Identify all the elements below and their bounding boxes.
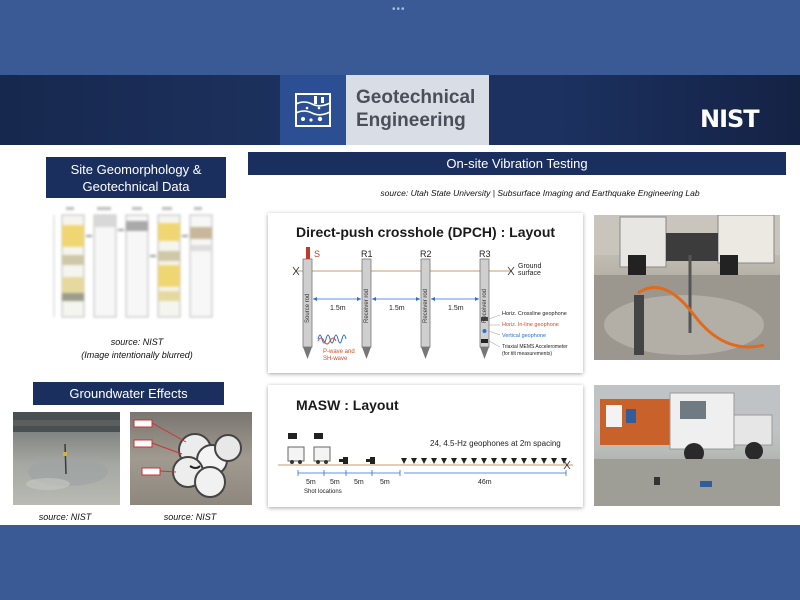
soil-layers-icon [295,93,331,127]
boring-note: (Image intentionally blurred) [81,350,193,360]
rod-label-s: S [314,249,321,259]
geotech-icon-box [280,75,346,145]
wave-label: P-wave and SH-wave [323,349,355,362]
nist-logo: NIST [700,105,760,133]
header-bar: Geotechnical Engineering NIST [0,75,800,145]
ground-surface-label: Ground surface [518,263,542,277]
window-handle-dots[interactable]: ••• [392,4,406,15]
rod-text-receiver-3: Receiver rod [482,288,488,323]
page-title-line2: Engineering [356,110,466,131]
masw-spacing-4: 5m [380,479,390,486]
legend-horiz-inline: Horiz. In-line geophone [502,322,559,328]
masw-shot-locations: Shot locations [304,489,342,495]
groundwater-photo-samples [130,412,252,505]
rod-text-source: Source rod [305,293,311,323]
header-title-box: Geotechnical Engineering [346,75,489,145]
vibration-banner: On-site Vibration Testing [248,152,786,175]
rod-text-receiver-2: Receiver rod [423,288,429,323]
rod-text-receiver-1: Receiver rod [364,288,370,323]
legend-triaxial-1: Triaxial MEMS Accelerometer [502,344,568,350]
legend-horiz-crossline: Horiz. Crossline geophone [502,311,567,317]
masw-spacing-3: 5m [354,479,364,486]
vibration-source: source: Utah State University | Subsurfa… [380,188,700,198]
masw-spacing-2: 5m [330,479,340,486]
gw-source-2: source: NIST [163,512,217,522]
dpch-spacing-1: 1.5m [330,305,346,312]
dpch-field-photo [594,215,780,360]
groundwater-banner: Groundwater Effects [33,382,224,405]
dpch-diagram [292,247,515,359]
slide: Geotechnical Engineering NIST Site Geomo… [0,75,800,525]
masw-geophones-label: 24, 4.5-Hz geophones at 2m spacing [430,439,561,448]
masw-layout-panel: MASW : Layout [268,385,583,507]
dpch-spacing-3: 1.5m [448,305,464,312]
geophone-row [401,458,567,464]
legend-triaxial-2: (for tilt measurements) [502,351,553,357]
masw-title: MASW : Layout [296,397,399,413]
masw-spacing-1: 5m [306,479,316,486]
dpch-spacing-2: 1.5m [389,305,405,312]
geomorph-banner: Site Geomorphology & Geotechnical Data [46,157,226,198]
masw-diagram [278,433,573,476]
geomorph-title-line1: Site Geomorphology & [70,161,202,177]
masw-field-photo [594,385,780,506]
page-title-line1: Geotechnical [356,87,476,108]
dpch-layout-panel: Direct-push crosshole (DPCH) : Layout [268,213,583,373]
masw-spacing-total: 46m [478,479,492,486]
rod-label-r3: R3 [479,249,491,259]
rod-label-r2: R2 [420,249,432,259]
groundwater-photo-excavation [13,412,120,505]
gw-source-1: source: NIST [38,512,92,522]
boring-source: source: NIST [110,337,164,347]
dpch-title: Direct-push crosshole (DPCH) : Layout [296,224,556,240]
boring-logs-image [52,205,222,323]
geomorph-title-line2: Geotechnical Data [82,178,190,194]
legend-vertical: Vertical geophone [502,333,547,339]
rod-label-r1: R1 [361,249,373,259]
